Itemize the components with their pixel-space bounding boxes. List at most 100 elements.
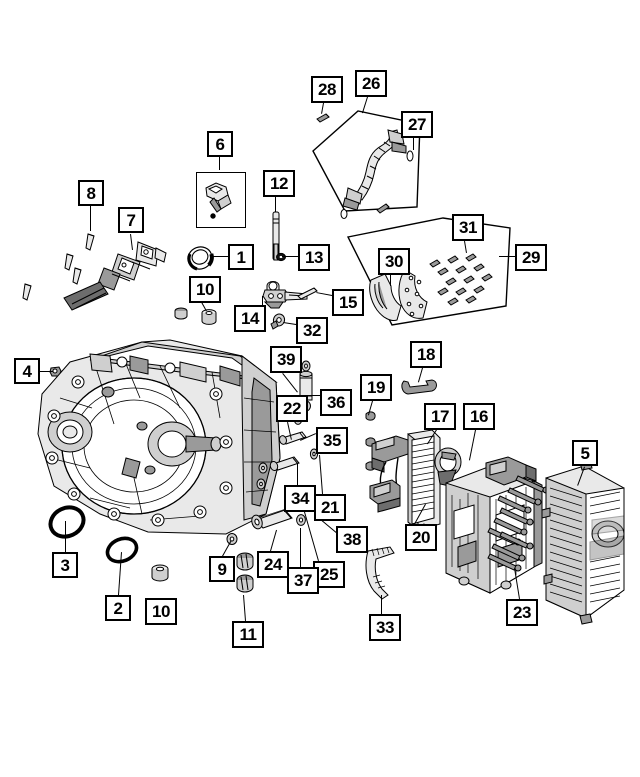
part-art-6-sensor [202, 178, 242, 224]
part-art-28-bolt [316, 112, 332, 124]
callout-number: 34 [291, 489, 309, 508]
callout-number: 13 [305, 248, 323, 267]
callout-number: 28 [318, 80, 336, 99]
part-art-10-bushing-lower [150, 563, 170, 585]
callout-11[interactable]: 11 [232, 621, 264, 648]
part-art-18-clip [398, 375, 442, 399]
part-art-washers-mid [255, 462, 271, 496]
callout-7[interactable]: 7 [118, 207, 144, 233]
part-art-11-bushings [233, 552, 259, 598]
callout-30[interactable]: 30 [378, 248, 410, 275]
callout-8[interactable]: 8 [78, 180, 104, 206]
callout-number: 2 [113, 598, 123, 618]
callout-number: 4 [22, 361, 32, 381]
callout-21[interactable]: 21 [314, 494, 346, 521]
callout-number: 26 [362, 74, 380, 93]
callout-29[interactable]: 29 [515, 244, 547, 271]
callout-12[interactable]: 12 [263, 170, 295, 197]
callout-13[interactable]: 13 [298, 244, 330, 271]
callout-6[interactable]: 6 [207, 131, 233, 157]
part-art-17-solenoid-pack [368, 428, 472, 538]
part-art-31-bolts [426, 248, 504, 310]
callout-number: 9 [217, 559, 227, 579]
leader-line-29 [499, 255, 515, 257]
callout-32[interactable]: 32 [296, 317, 328, 344]
leader-line-8 [89, 206, 91, 231]
callout-number: 5 [580, 443, 590, 463]
callout-14[interactable]: 14 [234, 305, 266, 332]
callout-28[interactable]: 28 [311, 76, 343, 103]
part-art-32-retainer [268, 312, 288, 332]
callout-17[interactable]: 17 [424, 403, 456, 430]
leader-line-13 [282, 255, 298, 257]
part-art-27-cooler-line [340, 126, 420, 219]
callout-5[interactable]: 5 [572, 440, 598, 466]
callout-number: 6 [215, 134, 225, 154]
callout-number: 37 [294, 571, 312, 590]
callout-16[interactable]: 16 [463, 403, 495, 430]
part-art-12-pin [268, 210, 284, 266]
callout-37[interactable]: 37 [287, 567, 319, 594]
part-art-10-bushing-upper [200, 308, 218, 328]
callout-number: 11 [239, 625, 257, 644]
callout-9[interactable]: 9 [209, 556, 235, 582]
part-art-33-tube [360, 545, 404, 601]
leader-line-27 [412, 138, 414, 150]
part-art-7-shift-lever [60, 240, 170, 312]
leader-line-4 [40, 371, 53, 373]
callout-number: 18 [417, 345, 435, 364]
callout-number: 35 [323, 431, 341, 450]
callout-number: 36 [327, 393, 345, 412]
callout-number: 33 [376, 618, 394, 637]
callout-number: 24 [264, 555, 282, 574]
callout-number: 22 [283, 399, 301, 418]
callout-39[interactable]: 39 [270, 346, 302, 373]
callout-number: 30 [385, 252, 403, 271]
callout-38[interactable]: 38 [336, 526, 368, 553]
leader-line-3 [65, 521, 67, 552]
callout-1[interactable]: 1 [228, 244, 254, 270]
callout-26[interactable]: 26 [355, 70, 387, 97]
callout-number: 23 [513, 603, 531, 622]
callout-number: 31 [459, 218, 477, 237]
callout-number: 1 [236, 247, 246, 267]
callout-22[interactable]: 22 [276, 395, 308, 422]
callout-19[interactable]: 19 [360, 374, 392, 401]
part-art-9-washer [225, 532, 239, 546]
callout-15[interactable]: 15 [332, 289, 364, 316]
callout-34[interactable]: 34 [284, 485, 316, 512]
callout-number: 32 [303, 321, 321, 340]
part-art-3-seal [45, 500, 89, 544]
part-art-2-seal [103, 531, 141, 569]
part-art-5-oil-pan [528, 458, 634, 626]
callout-3[interactable]: 3 [52, 552, 78, 578]
leader-line-11 [243, 594, 247, 621]
callout-2[interactable]: 2 [105, 595, 131, 621]
callout-number: 10 [196, 280, 214, 299]
leader-line-30 [389, 275, 391, 286]
callout-24[interactable]: 24 [257, 551, 289, 578]
callout-number: 3 [60, 555, 70, 575]
part-art-24-roller [249, 504, 297, 534]
callout-18[interactable]: 18 [410, 341, 442, 368]
callout-10[interactable]: 10 [189, 276, 221, 303]
callout-36[interactable]: 36 [320, 389, 352, 416]
callout-number: 21 [321, 498, 339, 517]
callout-number: 10 [152, 602, 170, 621]
part-art-transmission-case [30, 338, 290, 568]
callout-23[interactable]: 23 [506, 599, 538, 626]
callout-35[interactable]: 35 [316, 427, 348, 454]
callout-31[interactable]: 31 [452, 214, 484, 241]
callout-number: 12 [270, 174, 288, 193]
callout-number: 19 [367, 378, 385, 397]
callout-4[interactable]: 4 [14, 358, 40, 384]
part-art-30-brackets [365, 262, 445, 324]
callout-20[interactable]: 20 [405, 524, 437, 551]
callout-number: 8 [86, 183, 96, 203]
callout-10[interactable]: 10 [145, 598, 177, 625]
callout-27[interactable]: 27 [401, 111, 433, 138]
callout-33[interactable]: 33 [369, 614, 401, 641]
callout-number: 16 [470, 407, 488, 426]
leader-line-12 [274, 197, 276, 212]
